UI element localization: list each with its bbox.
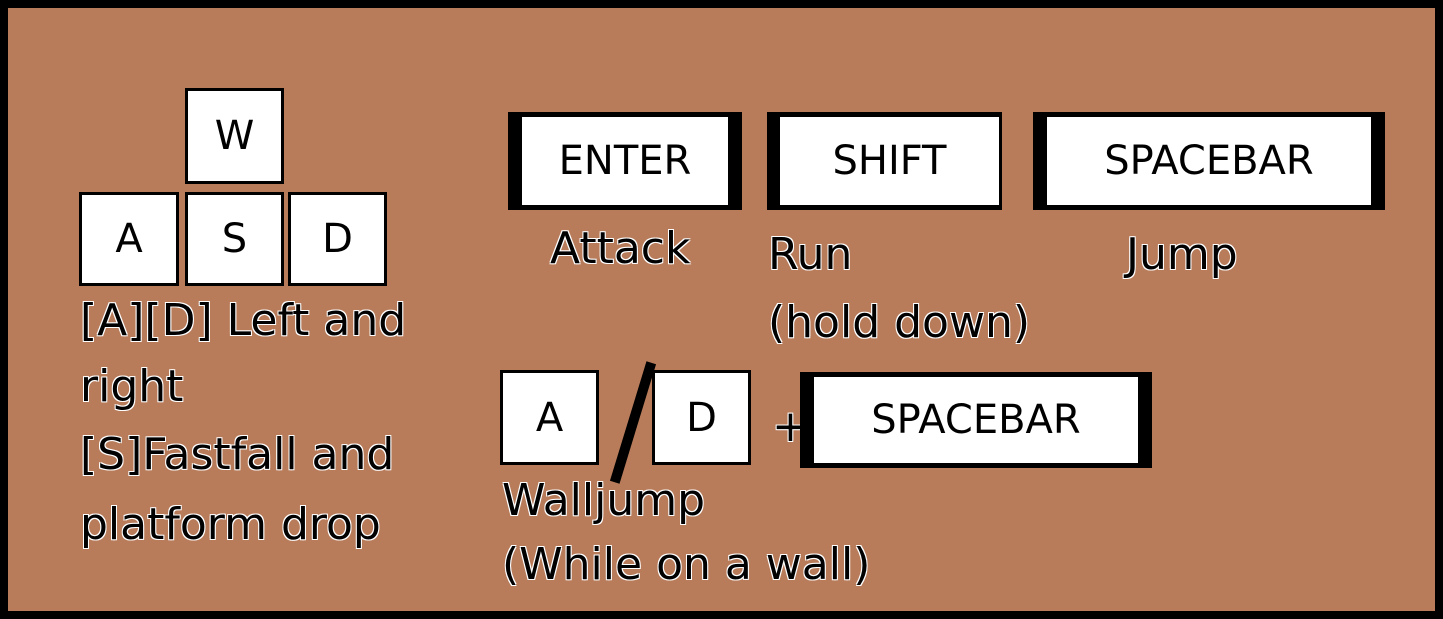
- enter-action-label: Attack: [550, 223, 691, 274]
- shift-action-label-line-1: Run: [768, 229, 853, 280]
- key-shift: SHIFT: [767, 112, 1002, 210]
- key-spacebar: SPACEBAR: [1033, 112, 1385, 210]
- shift-action-label-line-2: (hold down): [768, 297, 1031, 348]
- walljump-action-label-line-2: (While on a wall): [502, 539, 871, 590]
- key-w: W: [185, 88, 284, 184]
- key-d: D: [288, 192, 387, 286]
- wasd-description-line-1: [A][D] Left and: [80, 295, 407, 346]
- key-enter: ENTER: [508, 112, 742, 210]
- walljump-key-spacebar: SPACEBAR: [800, 372, 1152, 468]
- walljump-key-a: A: [500, 370, 599, 465]
- wasd-description-line-4: platform drop: [80, 499, 381, 550]
- wasd-description-line-3: [S]Fastfall and: [80, 429, 395, 480]
- slash-separator: [609, 361, 657, 484]
- key-a: A: [79, 192, 179, 286]
- walljump-key-d: D: [652, 370, 751, 465]
- spacebar-action-label: Jump: [1126, 229, 1238, 280]
- key-s: S: [185, 192, 284, 286]
- walljump-action-label-line-1: Walljump: [502, 475, 706, 526]
- wasd-description-line-2: right: [80, 361, 184, 412]
